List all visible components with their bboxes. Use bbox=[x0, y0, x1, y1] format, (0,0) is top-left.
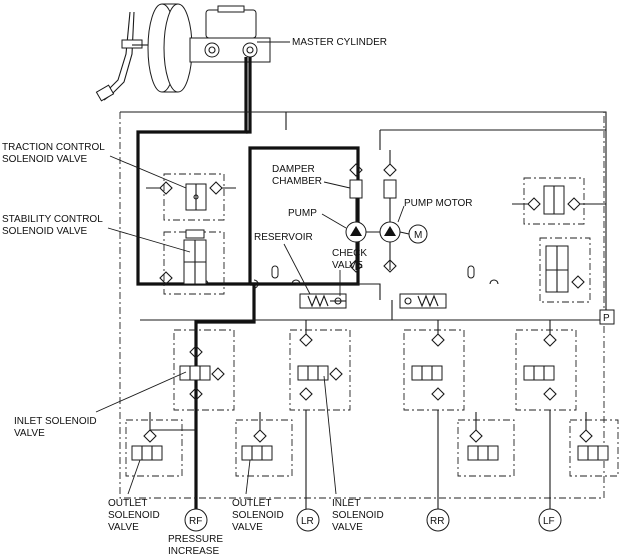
reservoir-left bbox=[299, 293, 347, 309]
inlet-valve-lf bbox=[515, 320, 577, 411]
label-pump: PUMP bbox=[288, 208, 317, 219]
label-pump-motor: PUMP MOTOR bbox=[404, 198, 473, 209]
brake-booster bbox=[147, 3, 193, 93]
label-pressure-1: PRESSURE bbox=[168, 534, 223, 545]
label-outlet-1: OUTLET bbox=[108, 498, 147, 509]
reservoir-leader bbox=[283, 243, 311, 295]
label-check-2: VALVE bbox=[332, 260, 363, 271]
label-damper-2: CHAMBER bbox=[272, 176, 322, 187]
master-cylinder bbox=[189, 5, 271, 63]
label-inlet-bottom-2: SOLENOID bbox=[332, 510, 384, 521]
damper-chamber-left bbox=[349, 163, 363, 199]
label-outlet2-2: SOLENOID bbox=[232, 510, 284, 521]
wheel-lf-label: LF bbox=[543, 516, 555, 527]
outlet-valve-rf bbox=[125, 412, 196, 477]
inlet-bottom-leader bbox=[323, 375, 337, 495]
label-inlet-bottom-1: INLET bbox=[332, 498, 360, 509]
stability-control-valve-left bbox=[159, 229, 225, 295]
inlet-left-leader bbox=[95, 371, 187, 413]
wheel-lr-label: LR bbox=[301, 516, 314, 527]
pump-right bbox=[379, 198, 401, 270]
label-traction-2: SOLENOID VALVE bbox=[2, 154, 88, 165]
inlet-valve-rr bbox=[403, 320, 465, 411]
wheel-rr: RR bbox=[426, 508, 450, 532]
label-check-1: CHECK bbox=[332, 248, 367, 259]
traction-control-valve-right bbox=[512, 177, 606, 225]
outlet-lr-leader bbox=[245, 459, 251, 495]
outlet-valve-lr bbox=[235, 410, 307, 510]
reservoir-right bbox=[399, 293, 447, 309]
label-master-cylinder: MASTER CYLINDER bbox=[292, 37, 387, 48]
label-stability-2: SOLENOID VALVE bbox=[2, 226, 88, 237]
label-pressure-2: INCREASE bbox=[168, 546, 219, 557]
stability-control-valve-right bbox=[539, 237, 591, 303]
motor-symbol: M bbox=[414, 230, 422, 241]
pump-motor: M bbox=[366, 224, 428, 244]
label-damper-1: DAMPER bbox=[272, 164, 315, 175]
brake-pedal bbox=[95, 11, 148, 102]
wheel-lf: LF bbox=[538, 508, 562, 532]
traction-valve-leader bbox=[109, 155, 187, 189]
accumulator-markers bbox=[271, 265, 475, 279]
label-traction-1: TRACTION CONTROL bbox=[2, 142, 105, 153]
outlet-valve-lf bbox=[549, 410, 619, 510]
label-stability-1: STABILITY CONTROL bbox=[2, 214, 103, 225]
label-outlet2-3: VALVE bbox=[232, 522, 263, 533]
label-outlet2-1: OUTLET bbox=[232, 498, 271, 509]
inlet-valve-rf bbox=[173, 329, 235, 411]
wheel-rf-label: RF bbox=[189, 516, 202, 527]
traction-control-valve-left bbox=[146, 173, 236, 221]
stability-valve-leader bbox=[107, 227, 191, 253]
wheel-rr-label: RR bbox=[430, 516, 444, 527]
outlet-valve-rr bbox=[437, 410, 515, 510]
pump-motor-leader bbox=[397, 205, 405, 223]
pressure-sensor-symbol: P bbox=[603, 313, 610, 324]
label-reservoir: RESERVOIR bbox=[254, 232, 313, 243]
check-valve-left bbox=[330, 297, 346, 305]
label-inlet-bottom-3: VALVE bbox=[332, 522, 363, 533]
pressure-sensor: P bbox=[599, 309, 615, 325]
damper-chamber-right bbox=[383, 150, 397, 199]
damper-leader bbox=[323, 181, 351, 189]
label-inlet-left-2: VALVE bbox=[14, 428, 45, 439]
wheel-rf: RF bbox=[184, 508, 208, 532]
label-outlet-2: SOLENOID bbox=[108, 510, 160, 521]
wheel-lr: LR bbox=[296, 508, 320, 532]
pump-leader bbox=[321, 213, 347, 229]
label-outlet-3: VALVE bbox=[108, 522, 139, 533]
filter-diamonds-pump bbox=[349, 259, 397, 273]
outlet-rf-leader bbox=[127, 459, 141, 495]
label-inlet-left-1: INLET SOLENOID bbox=[14, 416, 97, 427]
pump-left bbox=[345, 198, 367, 270]
inlet-valve-lr bbox=[289, 320, 351, 411]
secondary-circuit bbox=[119, 111, 607, 499]
